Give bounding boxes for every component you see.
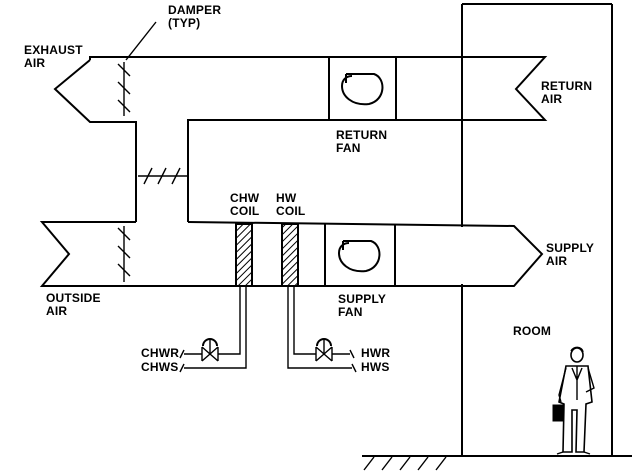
outside-air-label: OUTSIDE AIR <box>46 291 101 318</box>
return-fan-label: RETURN FAN <box>336 128 388 155</box>
hws-label: HWS <box>361 360 390 374</box>
floor <box>362 455 632 471</box>
return-fan-icon <box>340 73 384 106</box>
hw-coil <box>281 223 299 287</box>
hw-coil-label: HW COIL <box>276 191 306 218</box>
chw-piping <box>179 286 247 373</box>
hwr-label: HWR <box>361 346 391 360</box>
supply-air-label: SUPPLY AIR <box>546 241 595 268</box>
room-label: ROOM <box>513 324 552 338</box>
supply-fan-housing <box>324 223 396 286</box>
supply-fan-icon <box>337 240 381 273</box>
chwr-label: CHWR <box>141 346 180 360</box>
damper-icon <box>117 21 188 282</box>
person-icon <box>552 346 595 455</box>
chw-valve-icon <box>201 338 219 362</box>
supply-fan-label: SUPPLY FAN <box>338 292 387 319</box>
damper-label: DAMPER (TYP) <box>168 3 222 30</box>
chws-label: CHWS <box>141 360 179 374</box>
hw-valve-icon <box>315 338 333 362</box>
exhaust-air-label: EXHAUST AIR <box>24 43 83 70</box>
room-walls <box>461 3 613 455</box>
chw-coil <box>235 223 253 287</box>
hw-piping <box>287 286 357 373</box>
chw-coil-label: CHW COIL <box>230 191 260 218</box>
supply-duct <box>39 221 544 287</box>
return-fan-housing <box>328 57 397 120</box>
return-air-label: RETURN AIR <box>541 79 593 106</box>
return-duct <box>53 56 548 222</box>
